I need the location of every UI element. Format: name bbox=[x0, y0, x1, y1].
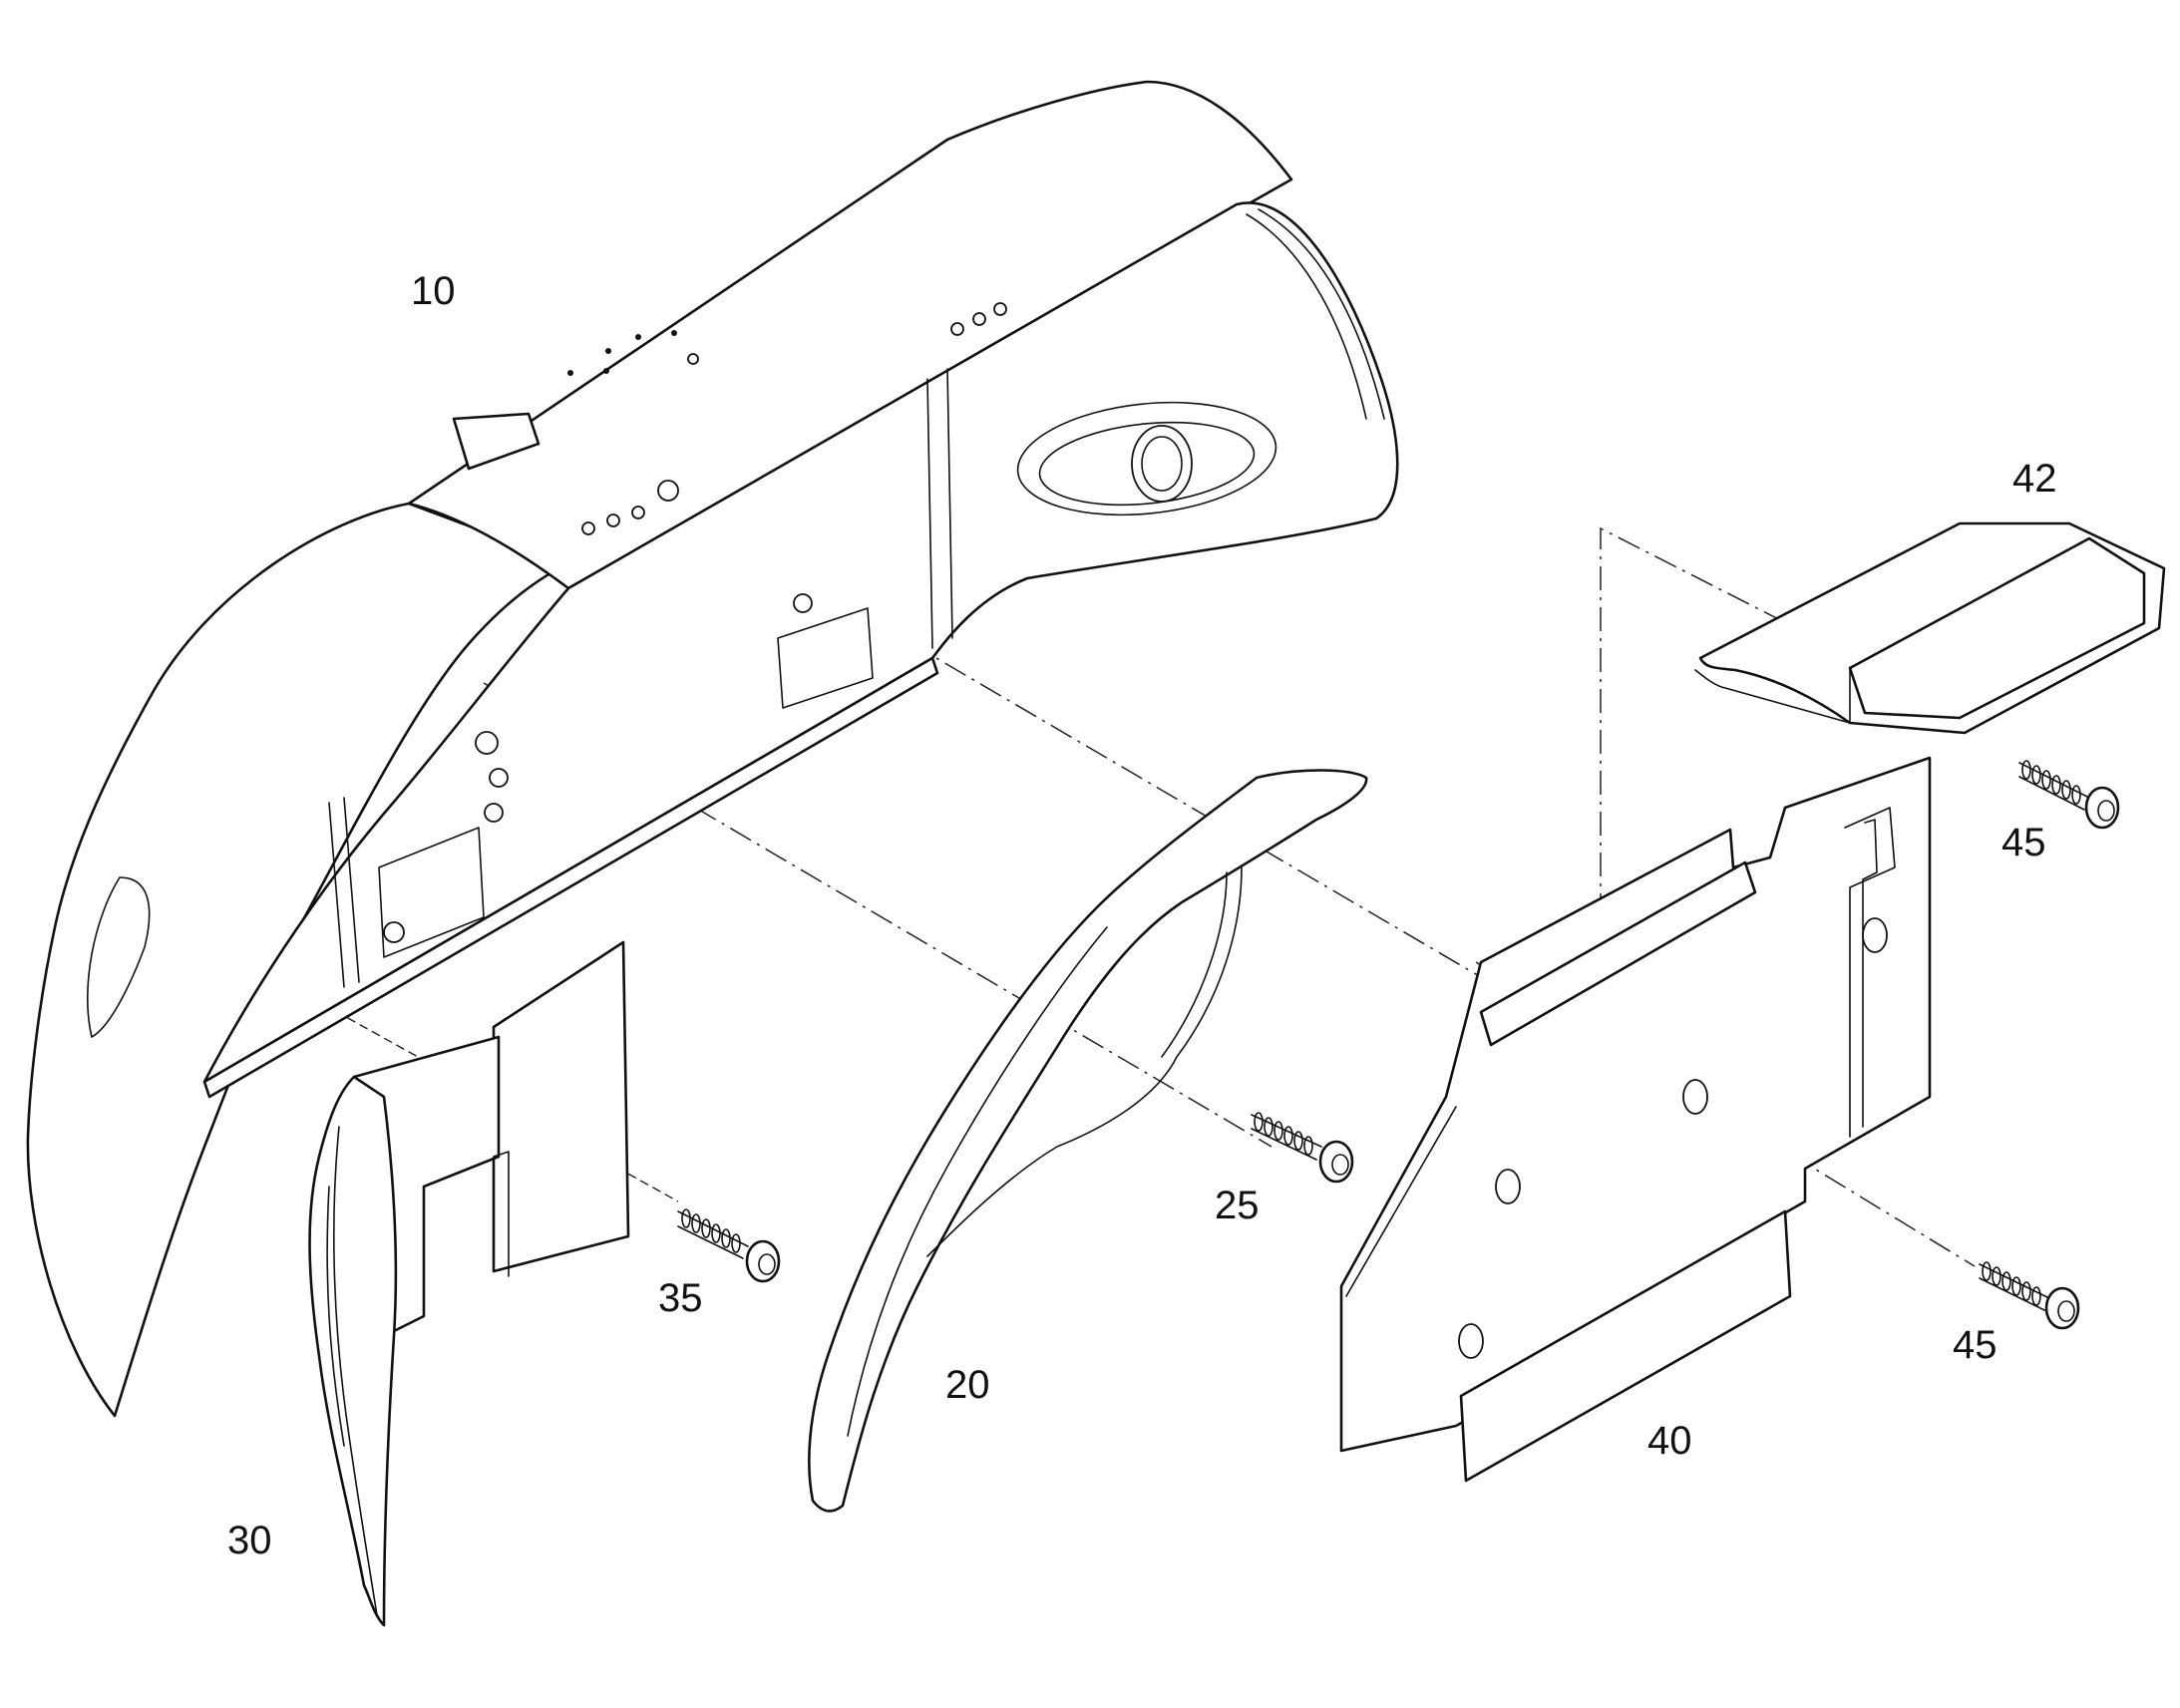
liner-20-inner-edge-2 bbox=[1161, 871, 1228, 1058]
assembly-line-cover-42 bbox=[1600, 526, 1856, 917]
fender-inner-edge-2 bbox=[1258, 208, 1385, 420]
panel-40-hole-3 bbox=[1495, 1169, 1521, 1204]
part-20-liner bbox=[808, 769, 1368, 1513]
callout-20: 20 bbox=[945, 1363, 990, 1407]
fender-inner-rib-2 bbox=[946, 368, 953, 639]
panel-40-channel-2 bbox=[1862, 819, 1878, 1128]
callout-45-upper: 45 bbox=[2001, 821, 2046, 864]
liner-30-strip-inner bbox=[333, 1126, 378, 1616]
fender-inner-strut-2 bbox=[343, 797, 360, 983]
mount-boss-inner bbox=[1141, 436, 1183, 492]
panel-40-upper-rib bbox=[1479, 860, 1757, 1047]
callout-42: 42 bbox=[2012, 457, 2057, 501]
panel-40-hole-1 bbox=[1862, 917, 1888, 953]
callout-25: 25 bbox=[1215, 1184, 1260, 1227]
panel-40-edge bbox=[1345, 1106, 1457, 1297]
panel-40-lower-strip bbox=[1459, 1209, 1792, 1483]
callout-45-lower: 45 bbox=[1953, 1323, 1998, 1367]
callout-labels: 10 42 45 25 35 45 20 40 30 bbox=[227, 269, 2057, 1562]
fender-inner-bracket-mid bbox=[777, 607, 874, 709]
fender-inner-face bbox=[202, 201, 1399, 1084]
liner-20-inner-edge bbox=[926, 866, 1243, 1257]
mount-recess-inner bbox=[1038, 421, 1256, 507]
fender-inner-pin-2 bbox=[489, 768, 509, 788]
screw-45-lower bbox=[1979, 1261, 2080, 1330]
cover-42-lip bbox=[1694, 669, 1851, 724]
fender-top-panel bbox=[407, 80, 1293, 590]
fender-inner-pin-5 bbox=[793, 593, 813, 613]
liner-30-notch bbox=[493, 1151, 510, 1277]
liner-30-back-plate bbox=[492, 940, 630, 1273]
callout-30: 30 bbox=[227, 1519, 272, 1562]
assembly-line-fender-bolt bbox=[483, 682, 1272, 1148]
panel-40-hole-4 bbox=[1458, 1323, 1484, 1359]
fender-inner-strut bbox=[328, 802, 345, 988]
screw-45-upper bbox=[2018, 760, 2120, 830]
fender-top-bracket bbox=[452, 412, 541, 471]
liner-20-outer bbox=[808, 769, 1368, 1513]
part-30-inner-liner bbox=[308, 940, 630, 1627]
panel-40-hole-2 bbox=[1682, 1079, 1708, 1115]
part-42-top-cover bbox=[1694, 521, 2166, 735]
part-10-fender-shell bbox=[26, 80, 1399, 1418]
screw-35 bbox=[677, 1208, 781, 1283]
part-40-side-panel bbox=[1339, 756, 1932, 1483]
fender-outer-skin bbox=[26, 502, 570, 1418]
screw-25 bbox=[1251, 1112, 1354, 1184]
fender-scoop-opening bbox=[87, 876, 151, 1038]
callout-35: 35 bbox=[658, 1276, 703, 1320]
fender-inner-edge-1 bbox=[1246, 213, 1367, 420]
fender-top-holes bbox=[567, 302, 1007, 535]
liner-30-strip-inner-2 bbox=[326, 1186, 345, 1447]
panel-40-main bbox=[1339, 756, 1932, 1453]
fender-inner-pin-4 bbox=[383, 921, 405, 943]
cover-42-step bbox=[1848, 536, 2146, 720]
fender-bottom-flange bbox=[202, 656, 939, 1099]
callout-10: 10 bbox=[411, 269, 456, 313]
callout-40: 40 bbox=[1647, 1419, 1692, 1463]
panel-40-channel bbox=[1844, 807, 1896, 1138]
fender-inner-rib-1 bbox=[926, 378, 933, 649]
mount-recess-oval bbox=[1016, 401, 1277, 516]
fender-inner-pin-1 bbox=[475, 731, 499, 755]
liner-20-rim bbox=[847, 926, 1108, 1437]
fender-inner-pin-3 bbox=[484, 803, 504, 823]
fender-inner-bracket-lower bbox=[378, 827, 485, 958]
liner-30-curved-strip bbox=[308, 1075, 398, 1627]
assembly-line-upper bbox=[697, 517, 1482, 978]
